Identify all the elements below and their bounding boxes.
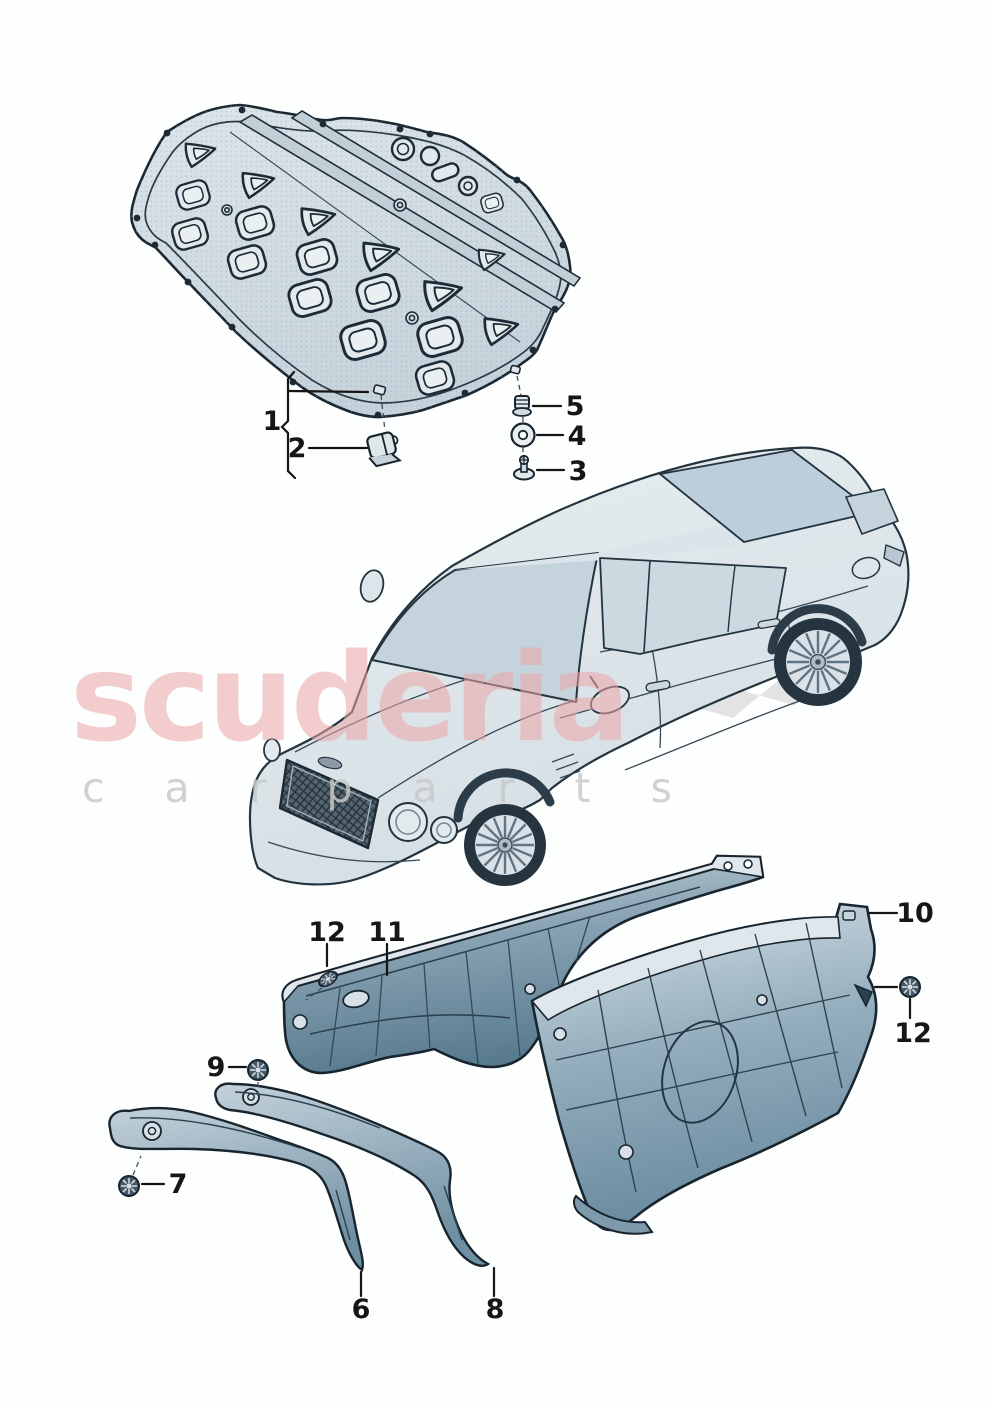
car-illustration [248,446,910,886]
clip-part-2-icon [366,431,402,468]
windshield [371,552,599,703]
door-handle [645,679,671,693]
taillight [883,544,905,567]
callout-7: 7 [169,1169,188,1200]
tunnel-insulation-panel [281,854,765,1075]
callout-3: 3 [569,456,588,487]
callout-12-right: 12 [894,1018,932,1049]
callout-5: 5 [566,391,585,422]
fuel-cap [851,556,881,580]
rear-wheel [774,618,862,706]
headlights [263,738,458,844]
callout-11: 11 [368,917,406,948]
callout-6: 6 [352,1294,371,1325]
clip-part-9-icon [247,1059,269,1081]
callout-12-left: 12 [308,917,346,948]
callout-2: 2 [288,433,307,464]
hood-insulation-pad [130,103,582,419]
callout-4: 4 [568,421,587,452]
floor-insulation-panel [530,902,878,1235]
side-mirror-right [589,675,630,715]
callout-10: 10 [896,898,934,929]
clip-part-12-right-icon [899,976,921,998]
watermark: scuderia carparts [70,628,732,812]
cowl-insulation-left [108,1106,364,1272]
bracket-part-1 [280,370,297,480]
cowl-insulation-right [214,1082,491,1267]
leader-lines [132,370,912,1298]
callout-9: 9 [207,1052,226,1083]
watermark-subtitle: carparts [82,764,732,812]
watermark-brand: scuderia [70,628,627,769]
bentley-badge [317,756,343,770]
washer-part-4-icon [510,422,536,448]
rear-window [845,488,899,535]
front-wheel [464,804,546,886]
callout-1: 1 [263,406,282,437]
side-mirror-left [359,569,385,603]
grommet-part-5-icon [512,395,532,417]
grille [278,758,380,850]
screw-part-3-icon [513,454,535,481]
clip-part-7-icon [118,1175,140,1197]
side-windows [599,557,787,655]
callout-8: 8 [486,1294,505,1325]
